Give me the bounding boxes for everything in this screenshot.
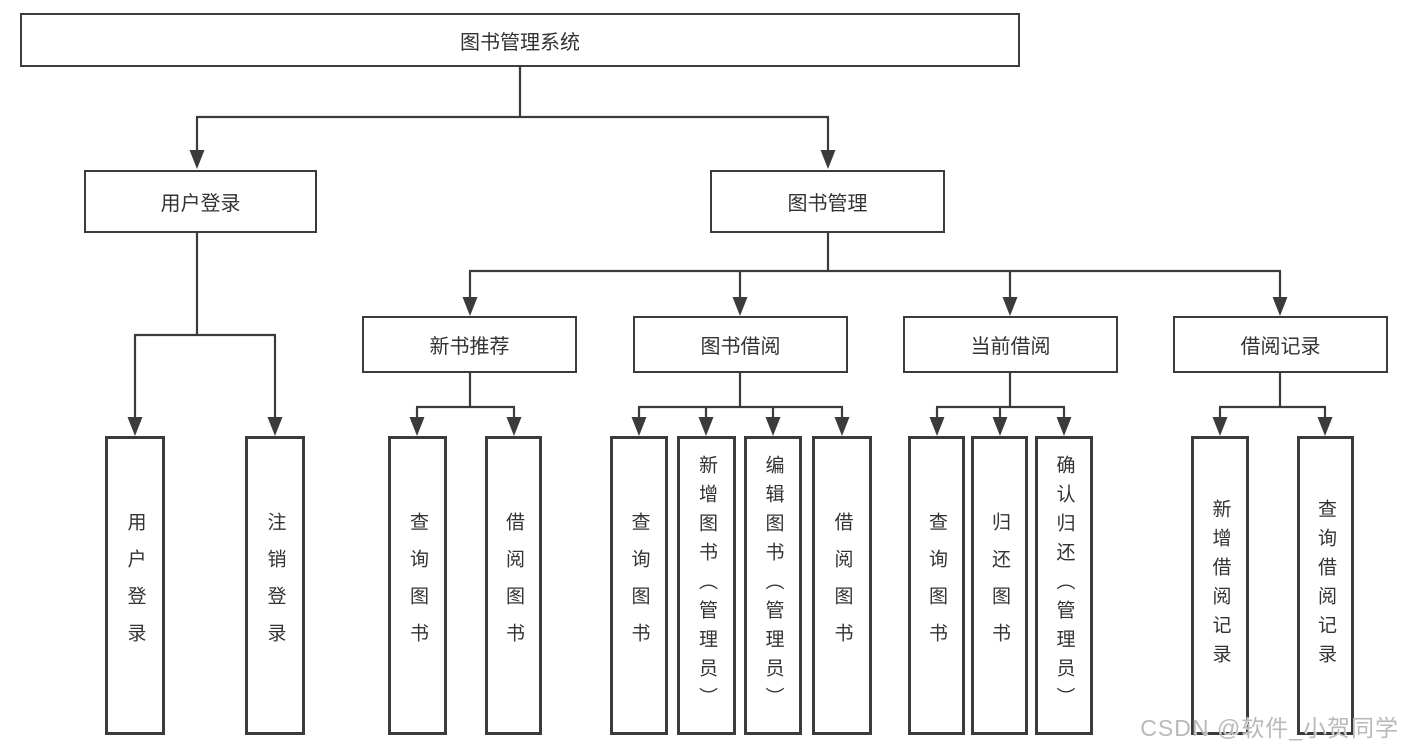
leaf-borrow-books-recommend: 借阅图书 (485, 436, 542, 735)
arrowhead (127, 417, 143, 436)
node-book-borrowing: 图书借阅 (633, 316, 848, 373)
node-new-book-recommend: 新书推荐 (362, 316, 577, 373)
connector-borrow-records (1218, 373, 1327, 424)
connector-user-login (133, 233, 277, 424)
leaf-label: 注销登录 (264, 511, 286, 660)
connector-book-borrow (637, 373, 844, 424)
node-borrowing-records: 借阅记录 (1173, 316, 1388, 373)
leaf-edit-books-admin: 编辑图书（管理员） (744, 436, 802, 735)
leaf-add-borrow-record: 新增借阅记录 (1191, 436, 1249, 735)
leaf-label: 新增借阅记录 (1209, 498, 1231, 673)
arrowhead (1212, 417, 1228, 436)
arrowhead (765, 417, 781, 436)
connector-current-borrow (935, 373, 1066, 424)
arrowhead (1002, 297, 1018, 316)
leaf-logout: 注销登录 (245, 436, 305, 735)
leaf-label: 借阅图书 (831, 511, 853, 660)
arrowhead (189, 150, 205, 169)
leaf-label: 归还图书 (989, 511, 1010, 660)
connector-new-books (415, 373, 516, 424)
leaf-label: 编辑图书（管理员） (762, 455, 784, 716)
node-current-borrowing: 当前借阅 (903, 316, 1118, 373)
leaf-label: 借阅图书 (503, 511, 524, 660)
leaf-query-books-current: 查询图书 (908, 436, 965, 735)
connector-book-mgmt (468, 233, 1282, 305)
leaf-query-books-borrow: 查询图书 (610, 436, 668, 735)
leaf-query-books-recommend: 查询图书 (388, 436, 447, 735)
leaf-query-borrow-record: 查询借阅记录 (1297, 436, 1354, 735)
arrowhead (732, 297, 748, 316)
arrowhead (992, 417, 1008, 436)
arrowhead (1272, 297, 1288, 316)
connector-root-to-level2 (195, 67, 830, 158)
arrowhead (267, 417, 283, 436)
node-library-system: 图书管理系统 (20, 13, 1020, 67)
arrowhead (462, 297, 478, 316)
arrowhead (820, 150, 836, 169)
leaf-label: 查询借阅记录 (1315, 498, 1336, 673)
leaf-label: 新增图书（管理员） (696, 455, 717, 716)
leaf-label: 查询图书 (926, 511, 947, 660)
leaf-label: 查询图书 (407, 511, 428, 660)
arrowhead (1056, 417, 1072, 436)
leaf-label: 确认归还（管理员） (1053, 455, 1075, 716)
arrowhead (834, 417, 850, 436)
leaf-add-books-admin: 新增图书（管理员） (677, 436, 736, 735)
watermark: CSDN @软件_小贺同学 (1140, 715, 1399, 741)
arrowhead (409, 417, 425, 436)
arrowhead (506, 417, 522, 436)
arrowhead (1317, 417, 1333, 436)
leaf-confirm-return-admin: 确认归还（管理员） (1035, 436, 1093, 735)
arrowhead (929, 417, 945, 436)
leaf-user-login: 用户登录 (105, 436, 165, 735)
leaf-borrow-books: 借阅图书 (812, 436, 872, 735)
node-user-login: 用户登录 (84, 170, 317, 233)
leaf-return-books: 归还图书 (971, 436, 1028, 735)
leaf-label: 用户登录 (124, 511, 146, 660)
leaf-label: 查询图书 (628, 511, 650, 660)
arrowhead (698, 417, 714, 436)
node-book-management: 图书管理 (710, 170, 945, 233)
arrowhead (631, 417, 647, 436)
